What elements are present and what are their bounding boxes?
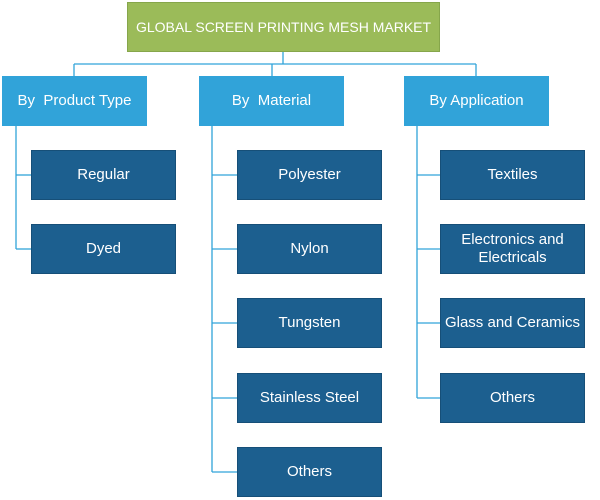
item-label: Dyed [85, 240, 122, 257]
item-regular: Regular [31, 150, 176, 200]
item-stainless-steel: Stainless Steel [237, 373, 382, 423]
item-glass-and-ceramics: Glass and Ceramics [440, 298, 585, 348]
item-dyed: Dyed [31, 224, 176, 274]
item-label: Electronics and Electricals [461, 231, 564, 266]
item-label: Polyester [278, 166, 341, 183]
item-tungsten: Tungsten [237, 298, 382, 348]
item-application-others: Others [440, 373, 585, 423]
category-label: By Material [231, 92, 312, 109]
item-label: Regular [77, 166, 130, 183]
root-title: GLOBAL SCREEN PRINTING MESH MARKET [135, 18, 432, 35]
root-node: GLOBAL SCREEN PRINTING MESH MARKET [127, 2, 440, 52]
item-label: Nylon [290, 240, 329, 257]
item-label: Tungsten [278, 314, 341, 331]
category-material: By Material [199, 76, 344, 126]
item-label: Others [286, 463, 332, 480]
item-textiles: Textiles [440, 150, 585, 200]
item-material-others: Others [237, 447, 382, 497]
item-nylon: Nylon [237, 224, 382, 274]
item-electronics-and-electricals: Electronics and Electricals [440, 224, 585, 274]
category-label: By Product Type [17, 92, 132, 109]
category-product-type: By Product Type [2, 76, 147, 126]
item-label: Stainless Steel [259, 389, 360, 406]
item-label: Others [489, 389, 535, 406]
item-polyester: Polyester [237, 150, 382, 200]
category-label: By Application [429, 92, 524, 109]
category-application: By Application [404, 76, 549, 126]
item-label: Textiles [487, 166, 538, 183]
item-label: Glass and Ceramics [444, 314, 581, 331]
